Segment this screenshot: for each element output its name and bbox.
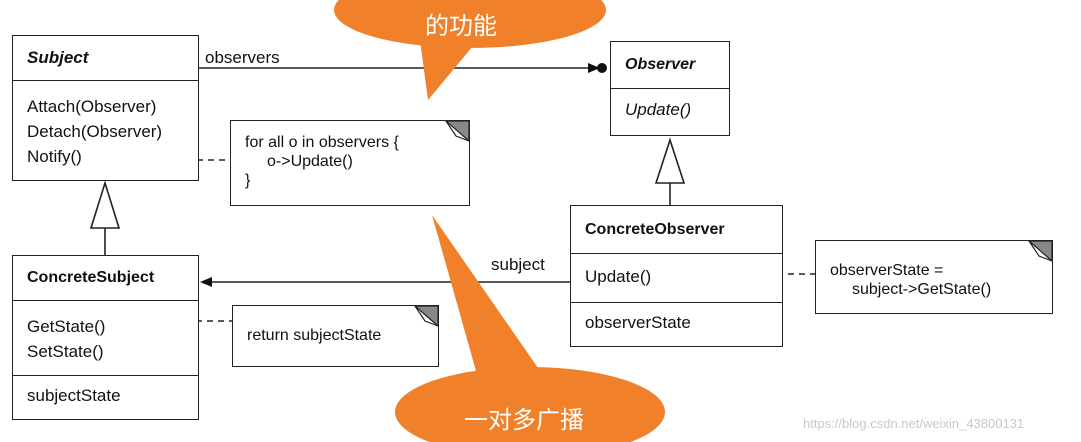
- getstate-note-text: return subjectState: [247, 327, 382, 344]
- update-note: observerState = subject->GetState(): [815, 240, 1053, 314]
- subject-association-arrowhead: [200, 277, 212, 287]
- update-note-line1: observerState =: [830, 262, 944, 279]
- observer-class-title: Observer: [625, 56, 696, 73]
- bottom-callout: [395, 215, 665, 442]
- notify-note-fold-icon: [444, 120, 470, 143]
- observers-association-arrowhead: [588, 63, 600, 73]
- getstate-note: return subjectState: [232, 305, 439, 367]
- observers-role-label: observers: [205, 48, 280, 67]
- observer-class[interactable]: Observer Update(): [610, 41, 730, 136]
- concrete-subject-class[interactable]: ConcreteSubject GetState() SetState() su…: [12, 255, 199, 420]
- subject-method-notify: Notify(): [27, 147, 82, 166]
- watermark: https://blog.csdn.net/weixin_43800131: [803, 416, 1025, 431]
- concrete-subject-method-setstate: SetState(): [27, 342, 104, 361]
- concrete-subject-attr-subjectstate: subjectState: [27, 386, 121, 405]
- observer-method-update: Update(): [625, 100, 692, 119]
- concrete-observer-attr-observerstate: observerState: [585, 313, 691, 332]
- top-callout-text: 的功能: [425, 12, 497, 40]
- observer-inheritance-triangle: [654, 137, 686, 184]
- subject-class-title: Subject: [27, 48, 89, 67]
- notify-note-line1: for all o in observers {: [245, 134, 399, 151]
- subject-method-attach: Attach(Observer): [27, 97, 157, 116]
- concrete-subject-method-getstate: GetState(): [27, 317, 106, 336]
- concrete-subject-class-title: ConcreteSubject: [27, 269, 155, 286]
- subject-inheritance-triangle: [89, 180, 121, 229]
- notify-note-line3: }: [245, 172, 251, 189]
- subject-role-label: subject: [491, 255, 545, 274]
- concrete-observer-method-update: Update(): [585, 267, 652, 286]
- concrete-observer-class-title: ConcreteObserver: [585, 220, 725, 238]
- bottom-callout-text: 一对多广播: [464, 406, 584, 434]
- observers-multiplicity-dot: [597, 63, 607, 73]
- notify-note: for all o in observers { o->Update() }: [230, 120, 470, 206]
- concrete-observer-class[interactable]: ConcreteObserver Update() observerState: [570, 205, 783, 347]
- subject-method-detach: Detach(Observer): [27, 122, 163, 141]
- top-callout: [334, 0, 606, 100]
- notify-note-line2: o->Update(): [267, 153, 353, 170]
- getstate-note-fold-icon: [413, 305, 439, 328]
- update-note-fold-icon: [1027, 240, 1053, 263]
- subject-class[interactable]: Subject Attach(Observer) Detach(Observer…: [12, 35, 199, 181]
- update-note-line2: subject->GetState(): [852, 281, 992, 298]
